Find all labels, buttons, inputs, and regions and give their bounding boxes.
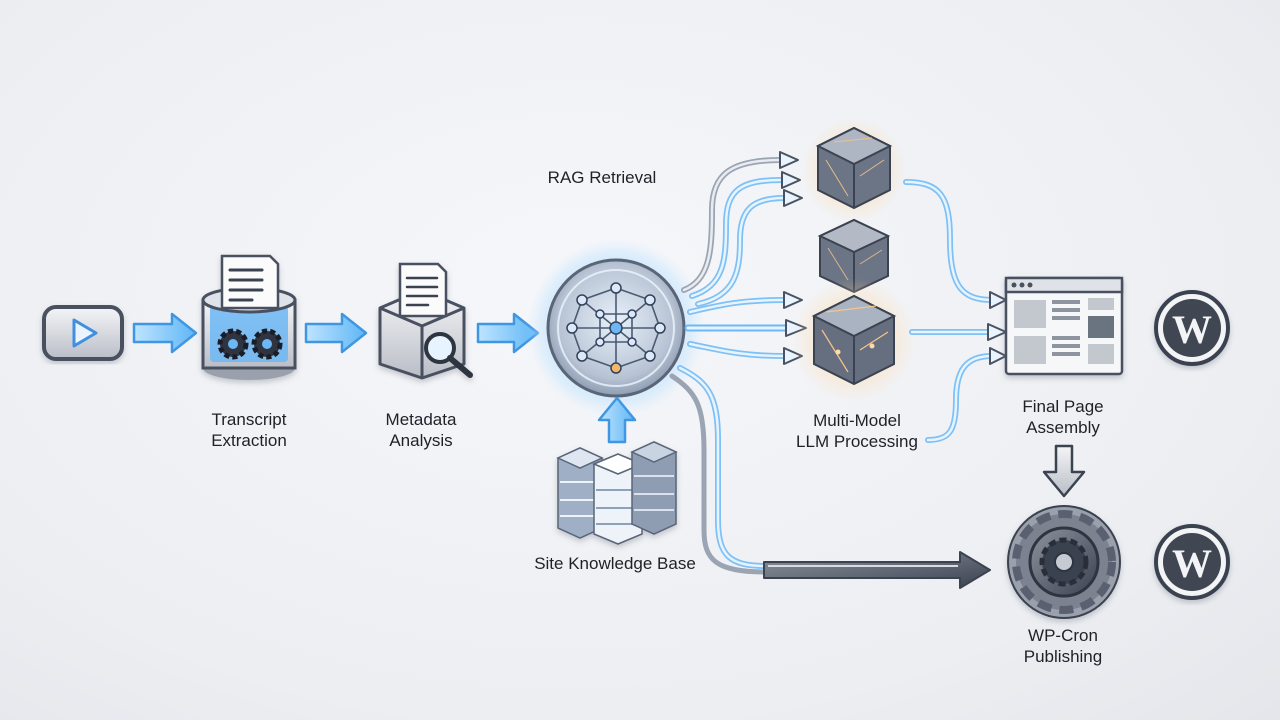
arrow-metadata-to-rag — [476, 312, 540, 354]
wordpress-logo-icon: W — [1154, 524, 1230, 600]
cube-model-icon — [792, 118, 916, 402]
document-magnifier-icon — [378, 262, 473, 380]
metadata-analysis-label: Metadata Analysis — [361, 409, 481, 451]
transcript-gears-icon — [201, 254, 297, 380]
arrow-play-to-transcript — [132, 312, 198, 354]
database-stack-icon — [556, 441, 678, 545]
final-page-assembly-label: Final Page Assembly — [1003, 396, 1123, 438]
arrows-llm-to-assembly — [903, 179, 995, 443]
arrowheads-rag-to-llm — [779, 151, 807, 365]
metadata-label-line2: Analysis — [389, 431, 453, 450]
cron-label-line2: Publishing — [1023, 647, 1103, 666]
arrow-transcript-to-metadata — [304, 312, 368, 354]
llm-processing-label: Multi-Model LLM Processing — [777, 410, 937, 452]
knowledge-base-label: Site Knowledge Base — [534, 554, 696, 573]
arrows-rag-to-llm — [669, 157, 790, 575]
arrowheads-llm-to-assembly — [987, 291, 1007, 365]
transcript-label-line1: Transcript — [211, 410, 287, 429]
llm-label-line2: LLM Processing — [796, 432, 918, 451]
wp-cron-publishing-label: WP-Cron Publishing — [1003, 625, 1123, 667]
assembly-label-line1: Final Page — [1022, 397, 1104, 416]
network-hub-icon — [536, 248, 696, 408]
arrow-rag-to-cron — [763, 551, 991, 589]
gear-icon — [1007, 505, 1121, 619]
llm-label-line1: Multi-Model — [813, 411, 901, 430]
metadata-label-line1: Metadata — [385, 410, 457, 429]
svg-text:W: W — [1172, 541, 1212, 586]
arrow-assembly-to-cron — [1042, 444, 1086, 498]
transcript-extraction-label: Transcript Extraction — [189, 409, 309, 451]
wordpress-logo-icon: W — [1154, 290, 1230, 366]
cron-label-line1: WP-Cron — [1028, 626, 1098, 645]
arrow-knowledge-to-rag — [597, 396, 637, 444]
play-icon — [42, 305, 124, 361]
assembly-label-line2: Assembly — [1026, 418, 1100, 437]
browser-window-icon — [1004, 276, 1124, 376]
svg-text:W: W — [1172, 307, 1212, 352]
transcript-label-line2: Extraction — [211, 431, 287, 450]
rag-retrieval-label: RAG Retrieval — [547, 168, 657, 187]
